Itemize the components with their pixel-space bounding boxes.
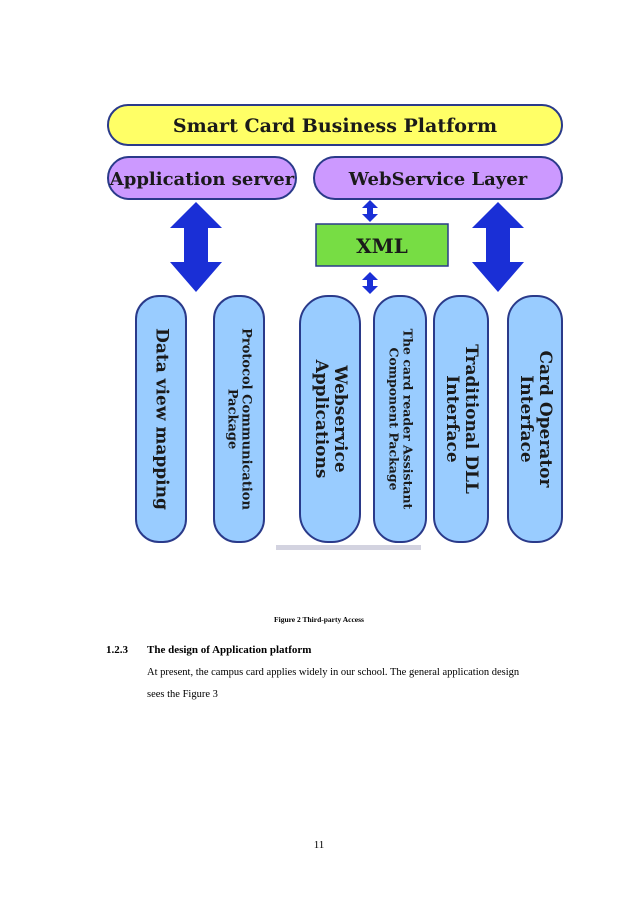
double-arrow-right bbox=[472, 202, 524, 292]
pillar-label: Traditional DLL bbox=[461, 344, 481, 494]
cropped-caption-remnant bbox=[276, 545, 421, 550]
platform-bar: Smart Card Business Platform bbox=[107, 104, 563, 146]
pillar-label: Interface bbox=[442, 375, 462, 463]
pillar-label: Component Package bbox=[387, 347, 402, 490]
double-arrow-left bbox=[170, 202, 222, 292]
pillar-shape bbox=[373, 295, 427, 543]
pillar-label: The card reader Assistant bbox=[400, 329, 415, 510]
pillar-label: Data view mapping bbox=[152, 328, 172, 510]
pillar-label: Applications bbox=[311, 359, 331, 479]
small-arrow-top bbox=[362, 200, 378, 222]
section-title: The design of Application platform bbox=[147, 644, 312, 656]
paragraph-line: At present, the campus card applies wide… bbox=[147, 667, 520, 678]
application-server-box: Application server bbox=[107, 156, 297, 200]
webservice-layer-box: WebService Layer bbox=[313, 156, 563, 200]
pillar-shape bbox=[213, 295, 265, 543]
pillar-shape bbox=[135, 295, 187, 543]
body-paragraph: At present, the campus card applies wide… bbox=[147, 662, 567, 706]
pillar-label: Protocol Communication bbox=[239, 328, 254, 510]
platform-bar-label: Smart Card Business Platform bbox=[173, 115, 497, 137]
pillar-label: Card Operator bbox=[535, 351, 555, 489]
webservice-layer-label: WebService Layer bbox=[348, 169, 528, 190]
pillar-label: Package bbox=[224, 389, 239, 450]
figure-caption: Figure 2 Third-party Access bbox=[274, 615, 364, 624]
pillar-shape bbox=[433, 295, 489, 543]
small-arrow-bottom bbox=[362, 272, 378, 294]
pillar-shape bbox=[507, 295, 563, 543]
pillar-shape bbox=[299, 295, 361, 543]
xml-box: XML bbox=[315, 223, 449, 267]
pillar-1: Data view mapping bbox=[135, 295, 187, 543]
page-number: 11 bbox=[313, 839, 325, 851]
application-server-label: Application server bbox=[109, 169, 295, 190]
section-number: 1.2.3 bbox=[106, 644, 128, 656]
xml-label: XML bbox=[356, 234, 408, 258]
pillar-label: Webservice bbox=[330, 364, 350, 472]
pillar-label: Interface bbox=[516, 375, 536, 463]
pillar-group: Data view mapping Protocol CommunicationP… bbox=[135, 295, 563, 543]
paragraph-line: sees the Figure 3 bbox=[147, 689, 218, 700]
third-party-access-diagram: Smart Card Business Platform Application… bbox=[107, 104, 563, 550]
